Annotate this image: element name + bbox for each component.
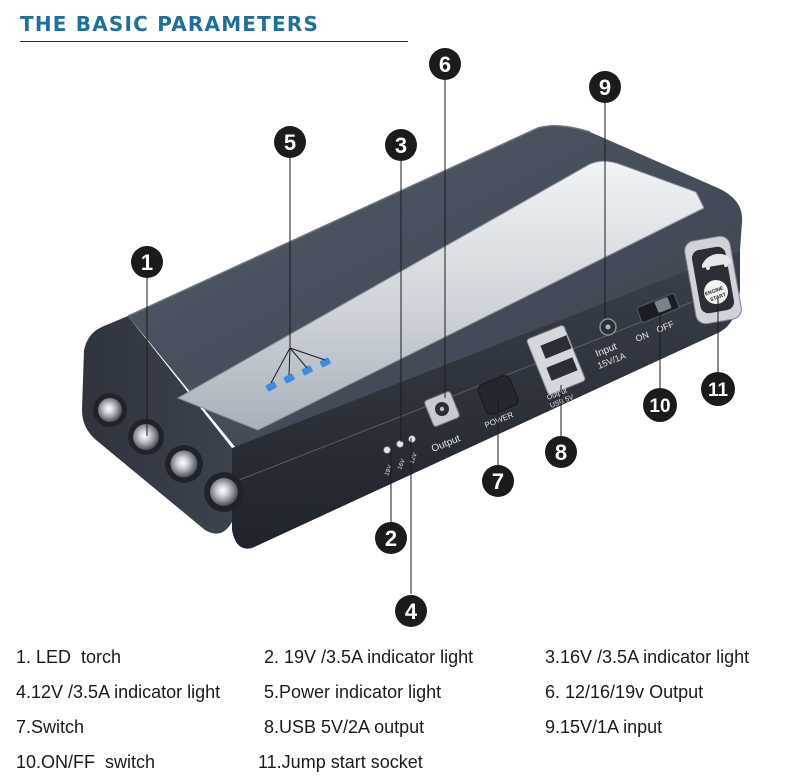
svg-text:6: 6 bbox=[439, 52, 451, 77]
svg-text:10: 10 bbox=[649, 396, 670, 417]
legend-item: 5.Power indicator light bbox=[264, 682, 442, 702]
legend-item: 11.Jump start socket bbox=[258, 752, 423, 772]
callout-7: 7 bbox=[482, 465, 514, 497]
on-off-switch: ON OFF bbox=[634, 293, 680, 344]
legend-item: 7.Switch bbox=[16, 717, 85, 737]
svg-text:2: 2 bbox=[385, 526, 397, 551]
voltage-indicators: 19V 16V 12V bbox=[383, 435, 419, 477]
legend-item: 2. 19V /3.5A indicator light bbox=[264, 647, 474, 667]
indicator-label: 12V bbox=[409, 453, 419, 465]
legend-item: 4.12V /3.5A indicator light bbox=[16, 682, 221, 702]
title-underline bbox=[20, 41, 408, 42]
callout-3: 3 bbox=[385, 129, 417, 161]
power-indicator-leds bbox=[265, 357, 331, 392]
legend-item: 3.16V /3.5A indicator light bbox=[545, 647, 750, 667]
callout-line-5e bbox=[289, 347, 326, 361]
callout-4: 4 bbox=[395, 595, 427, 627]
indicator-12v bbox=[408, 435, 416, 443]
legend-item: 10.ON/FF switch bbox=[16, 752, 156, 772]
power-led bbox=[265, 381, 277, 392]
svg-text:3: 3 bbox=[395, 133, 407, 158]
start-button-icon bbox=[704, 280, 728, 304]
callout-6: 6 bbox=[429, 48, 461, 80]
device-illustration: 19V 16V 12V Output POWER Output USB 5V I… bbox=[82, 48, 743, 627]
svg-text:5: 5 bbox=[284, 130, 296, 155]
parameter-legend: 1. LED torch 2. 19V /3.5A indicator ligh… bbox=[0, 640, 800, 779]
callout-lines bbox=[146, 80, 719, 594]
legend-item: 1. LED torch bbox=[16, 647, 122, 667]
callout-2: 2 bbox=[375, 522, 407, 554]
callout-11: 11 bbox=[701, 372, 735, 406]
indicator-label: 19V bbox=[384, 465, 394, 477]
callout-line-5d bbox=[289, 347, 308, 369]
indicator-label: 16V bbox=[397, 459, 407, 471]
indicator-19v bbox=[383, 446, 391, 454]
start-button-text: START bbox=[710, 292, 727, 303]
led-torch bbox=[93, 393, 244, 512]
car-icon bbox=[702, 253, 732, 268]
callout-line-5b bbox=[270, 347, 291, 384]
callout-8: 8 bbox=[545, 436, 577, 468]
svg-text:4: 4 bbox=[405, 599, 418, 624]
callout-line-5c bbox=[288, 347, 291, 376]
svg-text:8: 8 bbox=[555, 440, 567, 465]
callout-markers: 1 2 3 4 5 6 7 8 9 10 11 bbox=[131, 48, 735, 627]
power-led bbox=[301, 365, 313, 376]
legend-item: 9.15V/1A input bbox=[545, 717, 663, 737]
callout-5: 5 bbox=[274, 126, 306, 158]
page-title: THE BASIC PARAMETERS bbox=[20, 12, 320, 36]
power-led bbox=[319, 357, 331, 368]
legend-item: 8.USB 5V/2A output bbox=[264, 717, 425, 737]
callout-9: 9 bbox=[589, 71, 621, 103]
svg-text:7: 7 bbox=[492, 469, 504, 494]
svg-text:9: 9 bbox=[599, 75, 611, 100]
switch-on-label: ON bbox=[634, 330, 650, 344]
jump-start-socket: ENGINE START bbox=[684, 235, 742, 325]
callout-10: 10 bbox=[643, 388, 677, 422]
indicator-16v bbox=[396, 440, 404, 448]
svg-text:11: 11 bbox=[708, 380, 729, 401]
svg-text:1: 1 bbox=[141, 250, 153, 275]
legend-item: 6. 12/16/19v Output bbox=[545, 682, 704, 702]
power-led bbox=[283, 373, 295, 384]
callout-1: 1 bbox=[131, 246, 163, 278]
